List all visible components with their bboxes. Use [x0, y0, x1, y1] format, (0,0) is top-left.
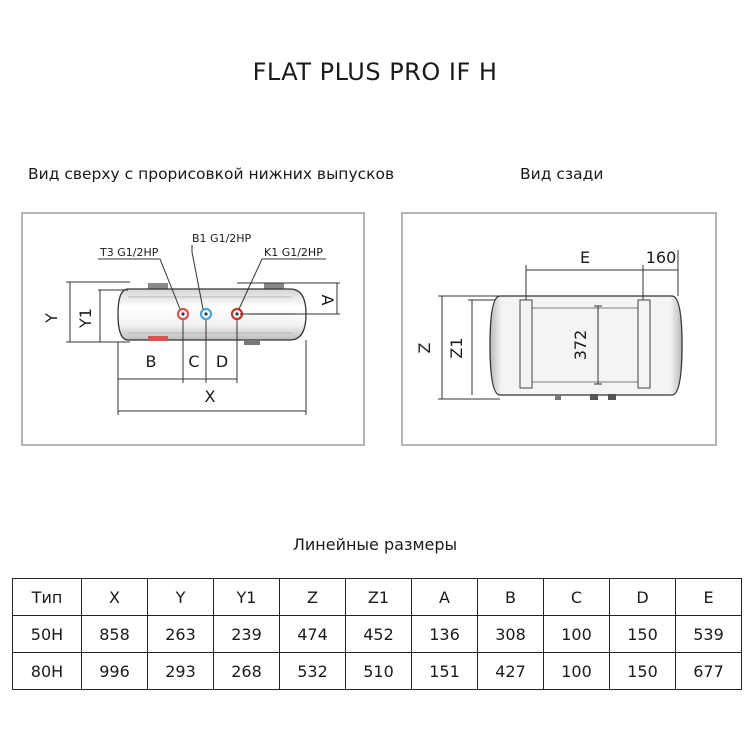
cell: 150 [609, 615, 676, 653]
cell: 474 [279, 615, 346, 653]
dim-z-label: Z [415, 342, 434, 353]
header-y1: Y1 [213, 578, 280, 616]
header-e: E [675, 578, 742, 616]
header-z: Z [279, 578, 346, 616]
cell: 268 [213, 652, 280, 690]
header-b: B [477, 578, 544, 616]
header-d: D [609, 578, 676, 616]
b1-label: B1 G1/2HP [192, 232, 252, 245]
dim-372-label: 372 [571, 330, 590, 361]
t3-label: T3 G1/2HP [99, 246, 159, 259]
table-row: 80H 996 293 268 532 510 151 427 100 150 … [12, 652, 742, 690]
top-view-caption: Вид сверху с прорисовкой нижних выпусков [28, 165, 395, 183]
cell: 532 [279, 652, 346, 690]
dim-z1-label: Z1 [447, 337, 466, 358]
cell: 858 [81, 615, 148, 653]
dim-b-label: B [146, 352, 157, 371]
cell: 308 [477, 615, 544, 653]
table-caption: Линейные размеры [292, 535, 458, 554]
header-z1: Z1 [345, 578, 412, 616]
k1-label: K1 G1/2HP [264, 246, 323, 259]
cell: 239 [213, 615, 280, 653]
table-row: 50H 858 263 239 474 452 136 308 100 150 … [12, 615, 742, 653]
dim-c-label: C [188, 352, 199, 371]
cell: 539 [675, 615, 742, 653]
cell: 677 [675, 652, 742, 690]
cell: 996 [81, 652, 148, 690]
tank-rear-view [489, 295, 683, 400]
dim-a-label: A [318, 295, 337, 306]
header-x: X [81, 578, 148, 616]
cell: 136 [411, 615, 478, 653]
rear-view-frame [401, 212, 717, 446]
dim-d-label: D [216, 352, 228, 371]
top-view-frame [21, 212, 365, 446]
cell: 427 [477, 652, 544, 690]
dim-x-label: X [205, 387, 216, 406]
rear-view-caption: Вид сзади [520, 165, 604, 183]
cell: 150 [609, 652, 676, 690]
header-y: Y [147, 578, 214, 616]
cell: 50H [12, 615, 82, 653]
cell: 151 [411, 652, 478, 690]
cell: 293 [147, 652, 214, 690]
cell: 100 [543, 652, 610, 690]
page-title: FLAT PLUS PRO IF H [252, 58, 498, 86]
table-header-row: Тип X Y Y1 Z Z1 A B C D E [12, 578, 742, 616]
dim-e-label: E [580, 248, 590, 267]
header-a: A [411, 578, 478, 616]
header-c: C [543, 578, 610, 616]
cell: 510 [345, 652, 412, 690]
cell: 452 [345, 615, 412, 653]
dim-160-label: 160 [646, 248, 677, 267]
header-type: Тип [12, 578, 82, 616]
cell: 100 [543, 615, 610, 653]
dim-y1-label: Y1 [76, 308, 95, 329]
cell: 80H [12, 652, 82, 690]
dim-y-label: Y [42, 313, 61, 324]
cell: 263 [147, 615, 214, 653]
dimensions-table: Тип X Y Y1 Z Z1 A B C D E 50H 858 263 23… [12, 578, 742, 690]
